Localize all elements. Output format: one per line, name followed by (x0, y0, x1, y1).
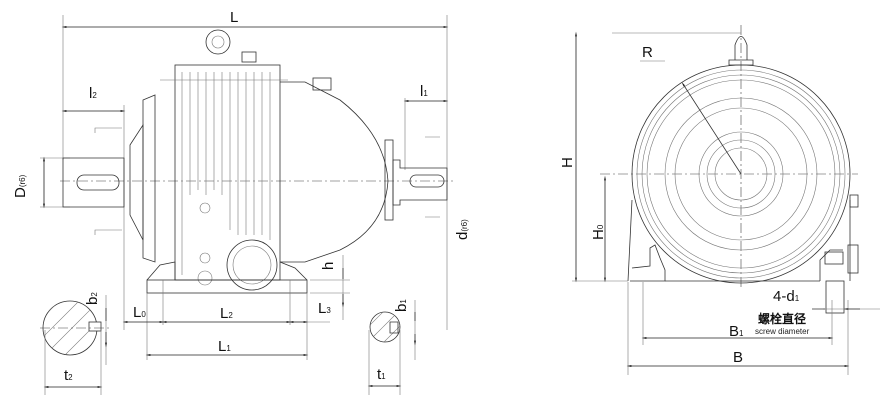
label-L1: L1 (218, 338, 231, 355)
eyebolt-icon (205, 29, 231, 55)
label-B1: B1 (729, 323, 744, 340)
label-R: R (642, 44, 653, 61)
label-d: d(r6) (454, 219, 471, 240)
label-L2: L2 (220, 305, 233, 322)
label-t2: t2 (64, 367, 73, 384)
label-b2: b2 (84, 292, 101, 305)
label-l1: l1 (420, 83, 428, 100)
eyebolt-top-icon (728, 36, 754, 66)
label-B: B (733, 349, 743, 366)
label-bolt-cn: 螺栓直径 (758, 311, 806, 326)
label-L0: L0 (133, 304, 146, 321)
base-plate (146, 279, 308, 294)
shaft-section-left: b2 t2 (40, 292, 110, 395)
label-b1: b1 (393, 299, 410, 312)
side-view: H H0 R 4-d1 螺栓直径 screw diameter B1 B (559, 25, 880, 375)
front-view: L l2 l1 D(r6) (12, 9, 471, 395)
label-l2: l2 (89, 85, 97, 102)
label-h: h (320, 262, 337, 270)
label-D: D(r6) (12, 174, 29, 198)
label-t1: t1 (377, 366, 386, 383)
label-bolt-en: screw diameter (755, 327, 810, 336)
label-H: H (559, 157, 576, 168)
label-L3: L3 (318, 300, 331, 317)
label-bolt: 4-d1 (773, 288, 800, 305)
label-H0: H0 (590, 224, 607, 240)
shaft-section-right: b1 t1 (367, 299, 415, 395)
label-L: L (230, 9, 238, 26)
